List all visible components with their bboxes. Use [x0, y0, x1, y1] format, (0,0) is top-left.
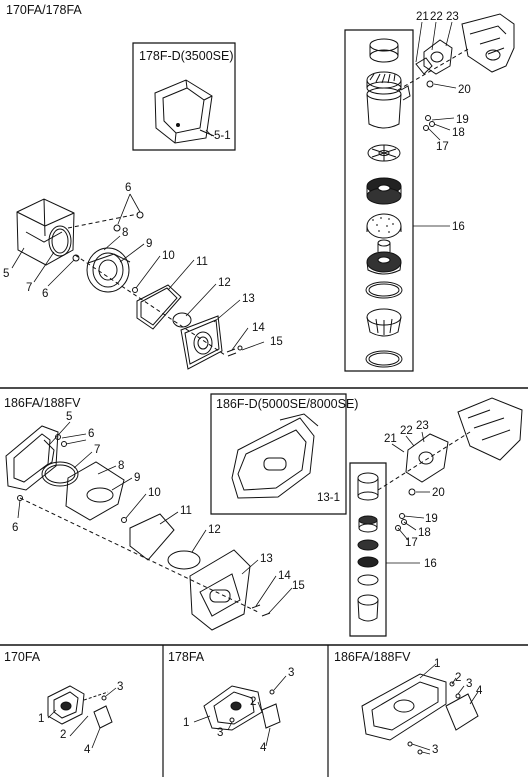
part-label: 11 — [180, 505, 192, 517]
part-label: 6 — [88, 428, 95, 440]
part-label: 3 — [117, 681, 124, 693]
part-label: 22 — [400, 425, 413, 437]
part-label: 4 — [84, 744, 91, 756]
part-label: 13 — [260, 553, 273, 565]
filter-stack-top — [366, 39, 410, 367]
part-label: 7 — [26, 282, 33, 294]
part-label: 3 — [217, 727, 224, 739]
inset-box-178f — [133, 43, 235, 150]
part-label: 20 — [432, 487, 445, 499]
part-label: 10 — [148, 487, 161, 499]
part-label: 23 — [416, 420, 429, 432]
filter-stack-middle — [358, 473, 378, 621]
part-label: 21 — [384, 433, 397, 445]
part-label: 17 — [405, 537, 418, 549]
part-label: 15 — [292, 580, 305, 592]
leader-lines — [12, 22, 478, 754]
air-cleaner-parts-top — [17, 199, 242, 369]
filter-stack-box-top — [345, 30, 413, 371]
part-label: 23 — [446, 11, 459, 23]
air-cleaner-case-13-1 — [232, 414, 318, 498]
part-label: 5 — [66, 411, 73, 423]
part-label: 18 — [452, 127, 465, 139]
part-label: 6 — [42, 288, 49, 300]
part-label: 1 — [183, 717, 190, 729]
part-label: 4 — [260, 742, 267, 754]
part-label: 8 — [122, 227, 129, 239]
part-label: 7 — [94, 444, 101, 456]
section-title-186fa: 186FA/188FV — [334, 650, 411, 664]
inset-title-top: 178F-D(3500SE) — [139, 49, 234, 63]
inset-title-middle: 186F-D(5000SE/8000SE) — [216, 397, 359, 411]
part-label: 3 — [288, 667, 295, 679]
part-label: 12 — [208, 524, 221, 536]
part-label: 9 — [134, 472, 141, 484]
part-label-13-1: 13-1 — [317, 492, 341, 504]
part-label: 4 — [476, 685, 483, 697]
part-label: 10 — [162, 250, 175, 262]
part-label: 20 — [458, 84, 471, 96]
part-label: 13 — [242, 293, 255, 305]
part-label: 1 — [38, 713, 45, 725]
part-label-5-1: 5-1 — [214, 130, 231, 142]
air-cleaner-parts-middle — [6, 426, 270, 630]
part-label: 2 — [60, 729, 67, 741]
part-label: 19 — [425, 513, 438, 525]
section-title-170fa: 170FA — [4, 650, 41, 664]
filter-stack-box-middle — [350, 463, 386, 636]
part-label: 16 — [424, 558, 437, 570]
part-label: 12 — [218, 277, 231, 289]
part-label: 3 — [432, 744, 439, 756]
part-label: 22 — [430, 11, 443, 23]
part-label: 5 — [3, 268, 10, 280]
part-label: 14 — [252, 322, 265, 334]
part-label: 8 — [118, 460, 125, 472]
part-label: 11 — [196, 256, 208, 268]
part-label: 2 — [250, 696, 257, 708]
part-label: 1 — [434, 658, 441, 670]
air-cleaner-case-5-1 — [155, 80, 214, 143]
part-label: 14 — [278, 570, 291, 582]
part-label: 19 — [456, 114, 469, 126]
valve-assembly-186fa — [362, 674, 478, 754]
part-label: 16 — [452, 221, 465, 233]
part-label: 9 — [146, 238, 153, 250]
part-label: 2 — [455, 672, 462, 684]
section-title-middle: 186FA/188FV — [4, 396, 81, 410]
part-label: 6 — [12, 522, 19, 534]
part-label: 15 — [270, 336, 283, 348]
part-label: 6 — [125, 182, 132, 194]
valve-assembly-178fa — [204, 686, 280, 730]
section-title-178fa: 178FA — [168, 650, 205, 664]
section-title-top: 170FA/178FA — [6, 3, 82, 17]
cyclone-housing-middle — [378, 398, 522, 531]
part-label: 17 — [436, 141, 449, 153]
part-label: 3 — [466, 678, 473, 690]
part-label: 18 — [418, 527, 431, 539]
part-label: 21 — [416, 11, 429, 23]
inset-box-186f — [211, 394, 346, 514]
valve-assembly-170fa — [48, 686, 112, 728]
